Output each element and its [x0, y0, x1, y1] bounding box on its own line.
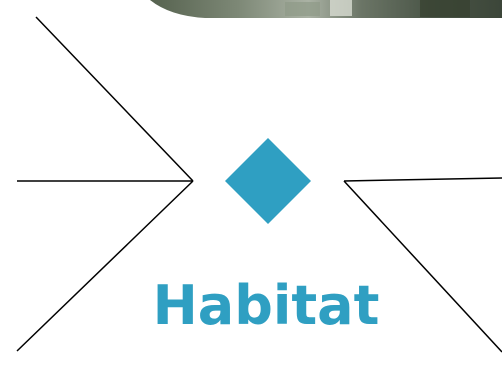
photo-crop: [150, 0, 502, 18]
page-title: Habitat: [152, 274, 380, 337]
diamond-icon: [225, 138, 311, 224]
left-upper-diagonal: [35, 16, 194, 182]
left-lower-diagonal: [16, 180, 194, 352]
right-diagonal: [343, 180, 502, 353]
left-connector-lines: [16, 16, 194, 352]
right-horizontal-line: [343, 177, 502, 182]
right-connector-lines: [343, 177, 502, 353]
